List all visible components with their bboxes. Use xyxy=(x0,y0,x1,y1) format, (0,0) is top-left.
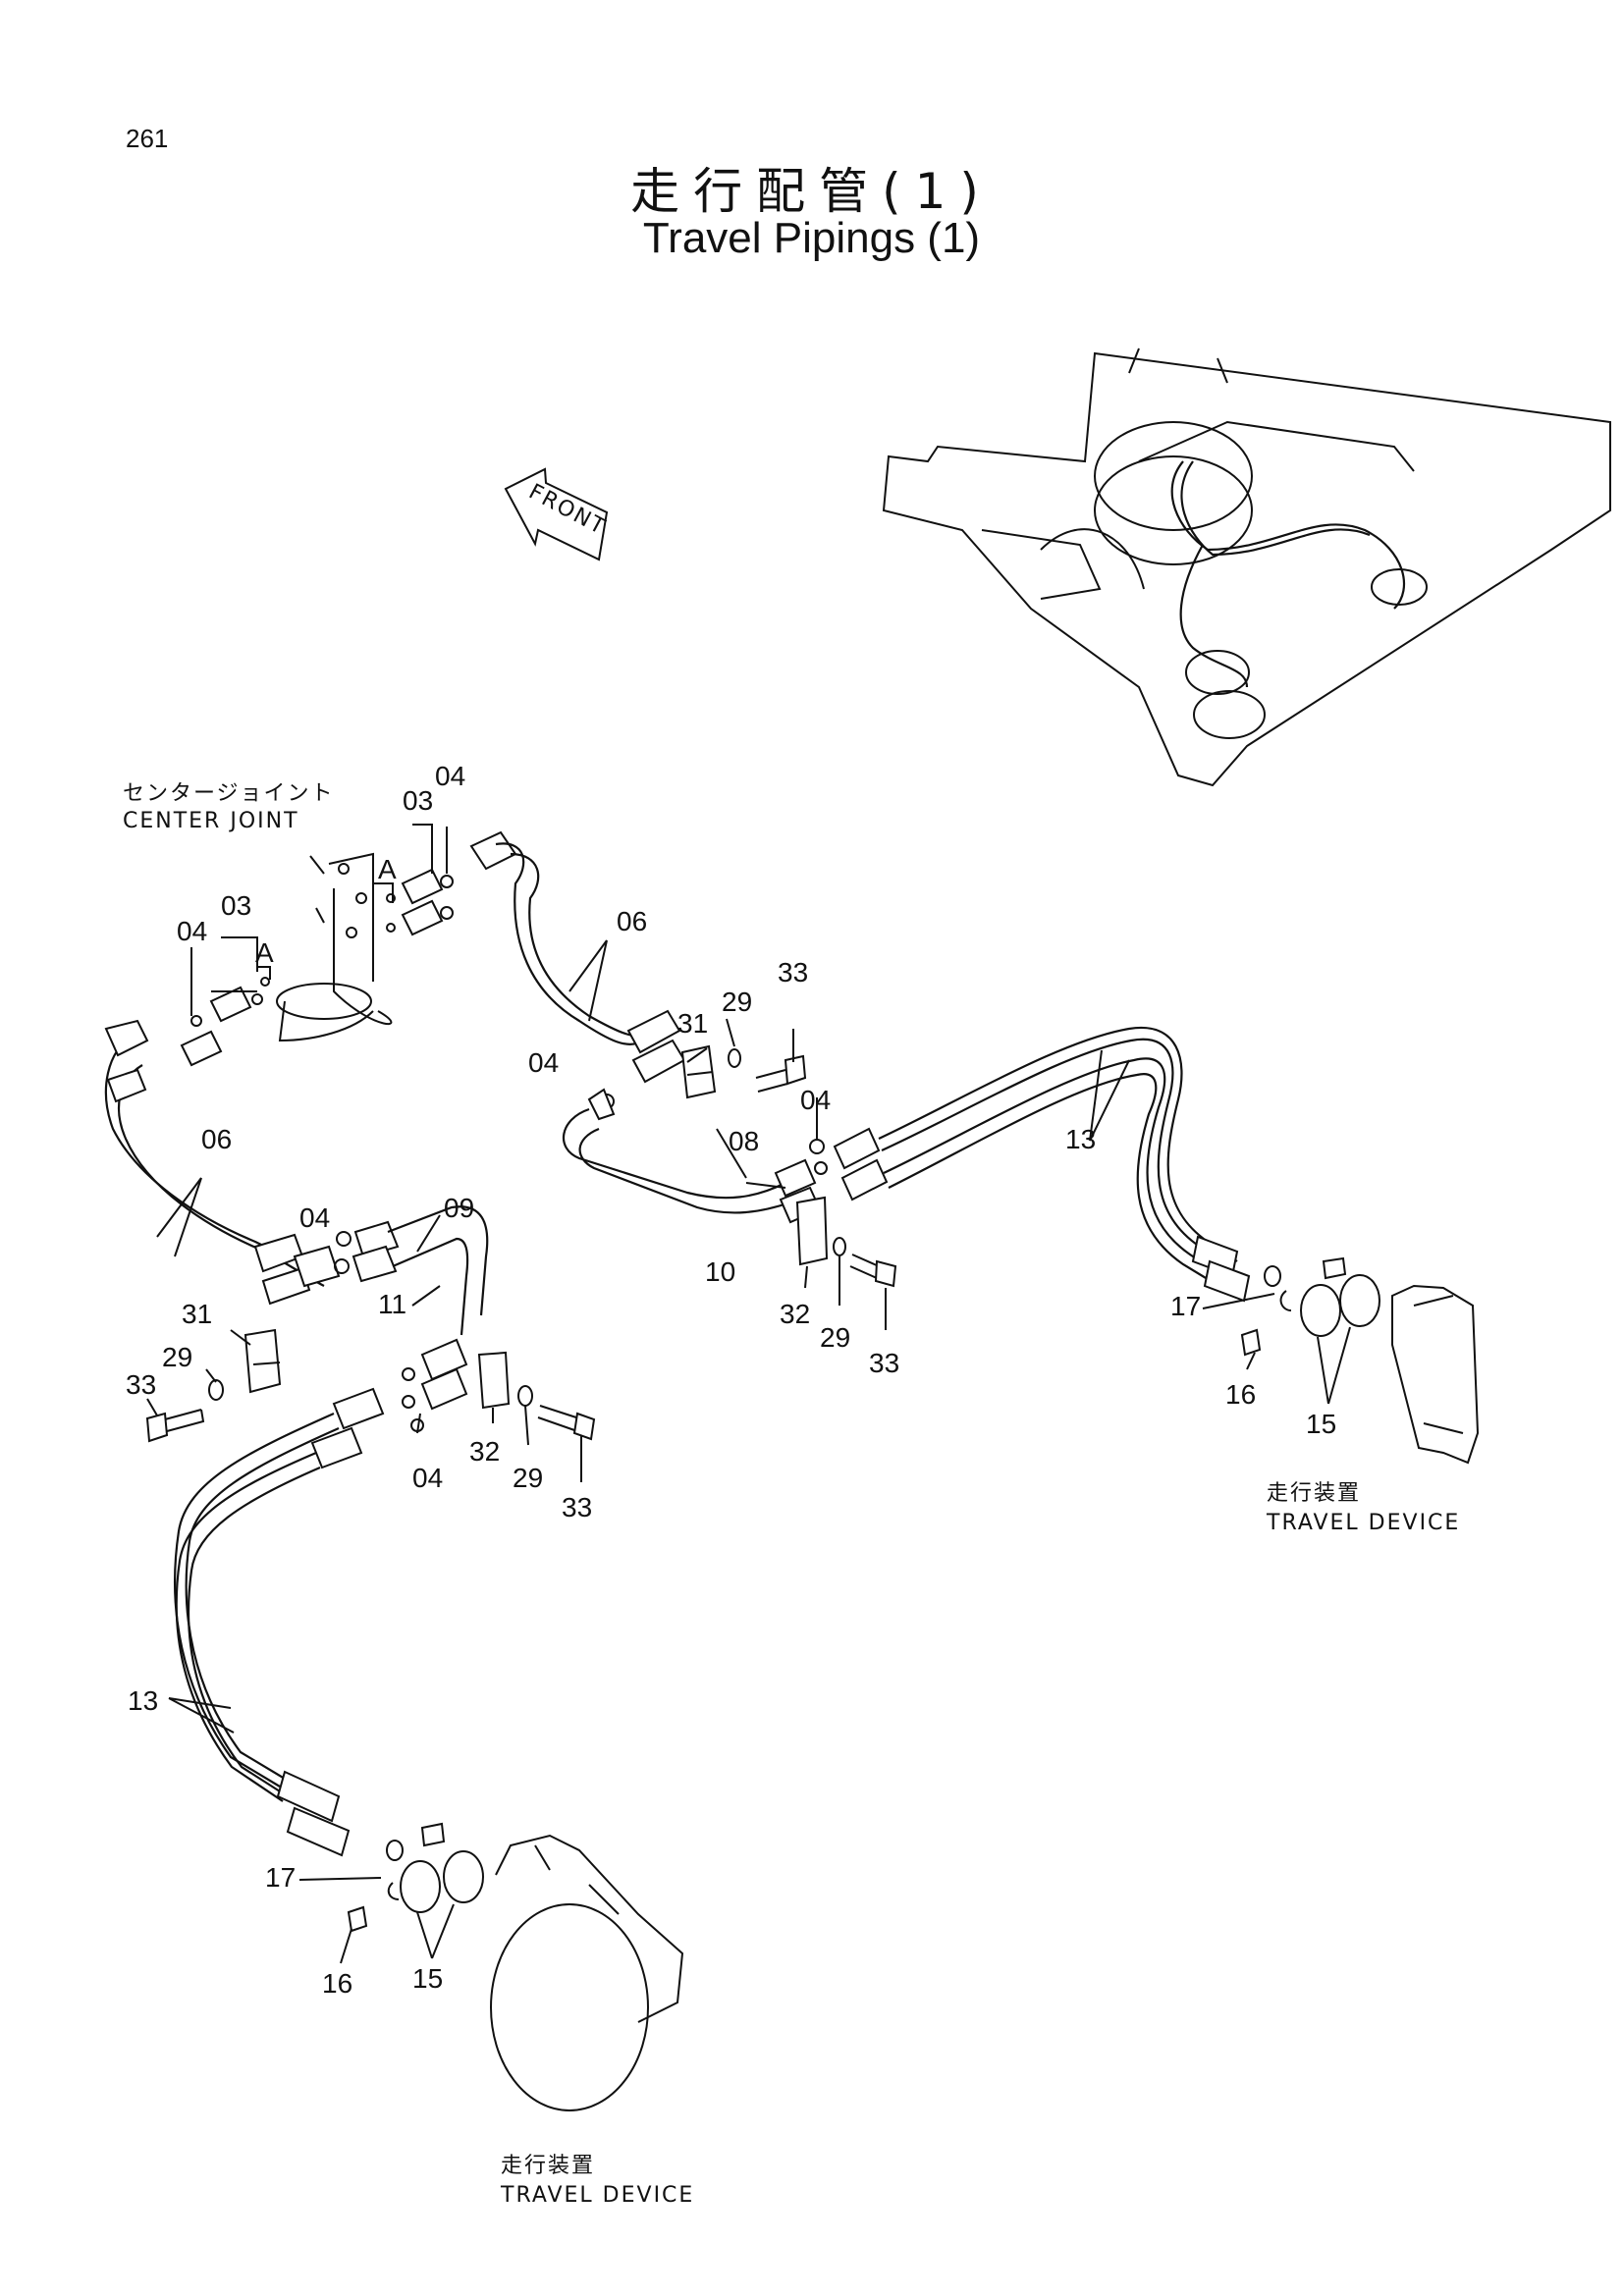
fittings-upper xyxy=(386,868,454,936)
callout-03-left: 03 xyxy=(221,890,251,921)
hose-13-right xyxy=(833,1026,1251,1303)
callout-33-left: 33 xyxy=(126,1369,156,1400)
travel-device-right-label: 走行装置 TRAVEL DEVICE xyxy=(1266,1481,1460,1535)
title-english: Travel Pipings (1) xyxy=(642,214,981,262)
clamp-32-left xyxy=(477,1351,511,1410)
bolt-33-right xyxy=(849,1254,897,1288)
callout-09: 09 xyxy=(444,1193,474,1223)
travel-device-right-en: TRAVEL DEVICE xyxy=(1266,1511,1460,1535)
callout-04-left: 04 xyxy=(177,916,207,946)
travel-device-right-jp: 走行装置 xyxy=(1267,1481,1361,1506)
callout-08: 08 xyxy=(729,1126,759,1156)
callout-a-upper: A xyxy=(378,854,397,884)
callout-04-center: 04 xyxy=(528,1047,559,1078)
callout-16-right: 16 xyxy=(1225,1379,1256,1410)
callout-17-right: 17 xyxy=(1170,1291,1201,1321)
callout-29-right: 29 xyxy=(820,1322,850,1353)
callout-31-left: 31 xyxy=(182,1299,212,1329)
callout-11: 11 xyxy=(378,1289,406,1319)
callout-29-mid: 29 xyxy=(513,1463,543,1493)
front-arrow: FRONT xyxy=(504,467,610,561)
washer-29-upper xyxy=(728,1048,741,1068)
callout-13-left: 13 xyxy=(128,1685,158,1716)
clamp-32-right xyxy=(795,1196,829,1266)
center-joint-label-jp: センタージョイント xyxy=(123,781,335,806)
pipe-09-11 xyxy=(334,1205,489,1411)
bolt-33-left xyxy=(145,1409,205,1443)
travel-device-left-jp: 走行装置 xyxy=(501,2154,595,2178)
callout-33-right: 33 xyxy=(869,1348,899,1378)
hose-13-left xyxy=(174,1387,404,1861)
leader-lines xyxy=(146,824,1351,1964)
bolt-33-mid-left xyxy=(537,1405,596,1441)
pipe-08-10 xyxy=(562,1088,822,1224)
callout-04-mid: 04 xyxy=(299,1202,330,1233)
page-number: 261 xyxy=(126,124,169,153)
clamp-31-left xyxy=(243,1328,282,1394)
travel-device-left-en: TRAVEL DEVICE xyxy=(500,2183,694,2208)
title-japanese: 走行配管(1) xyxy=(630,163,993,220)
callout-16-left: 16 xyxy=(322,1968,352,1999)
callout-labels: A A 03 04 03 04 06 06 04 31 29 33 04 08 … xyxy=(126,761,1336,1999)
undercarriage-overview xyxy=(882,347,1611,787)
bolt-33-upper xyxy=(755,1054,807,1093)
callout-29-left: 29 xyxy=(162,1342,192,1372)
hose-06-upper xyxy=(469,830,686,1084)
callout-15-right: 15 xyxy=(1306,1409,1336,1439)
callout-10: 10 xyxy=(705,1256,735,1287)
travel-device-left-parts xyxy=(347,1822,684,2111)
center-joint xyxy=(276,852,393,1042)
callout-33-upper: 33 xyxy=(778,957,808,988)
washer-29-right xyxy=(833,1237,846,1256)
callout-17-left: 17 xyxy=(265,1862,296,1893)
center-joint-label: センタージョイント CENTER JOINT xyxy=(123,781,335,833)
callout-31-upper: 31 xyxy=(677,1008,708,1039)
fittings-left xyxy=(180,977,270,1067)
washer-29-left xyxy=(208,1379,224,1401)
callout-29-upper: 29 xyxy=(722,987,752,1017)
callout-32-left: 32 xyxy=(469,1436,500,1467)
travel-device-right-parts xyxy=(1240,1256,1480,1465)
callout-32-right: 32 xyxy=(780,1299,810,1329)
callout-a-left: A xyxy=(255,937,274,968)
center-joint-label-en: CENTER JOINT xyxy=(123,809,299,833)
callout-06-left: 06 xyxy=(201,1124,232,1154)
callout-06-upper: 06 xyxy=(617,906,647,936)
hose-06-left xyxy=(104,1019,341,1306)
callout-13-right: 13 xyxy=(1065,1124,1096,1154)
callout-03-upper: 03 xyxy=(403,785,433,816)
callout-33-mid: 33 xyxy=(562,1492,592,1522)
callout-04-lower: 04 xyxy=(412,1463,443,1493)
callout-15-left: 15 xyxy=(412,1963,443,1994)
washer-29-mid-left xyxy=(517,1385,533,1407)
callout-04-upper: 04 xyxy=(435,761,465,791)
travel-device-left-label: 走行装置 TRAVEL DEVICE xyxy=(500,2154,694,2208)
callout-04-right: 04 xyxy=(800,1085,831,1115)
